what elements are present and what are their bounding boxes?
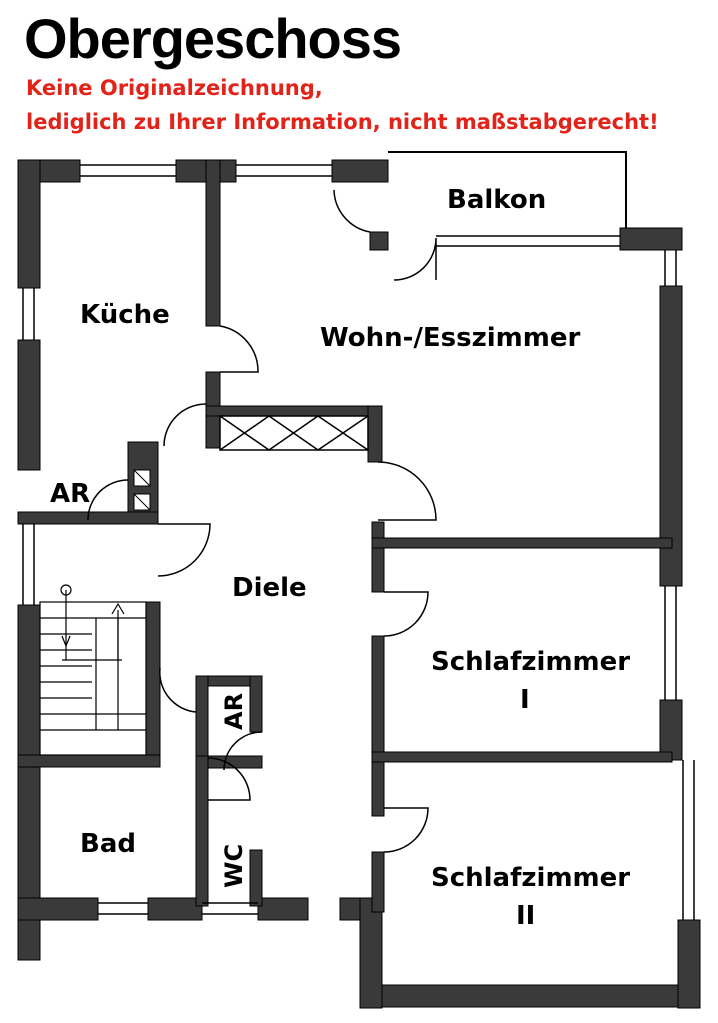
doors xyxy=(87,189,437,853)
room-label-ar-vertical: AR xyxy=(220,693,248,730)
wall-stair-east xyxy=(145,601,161,763)
disclaimer-line-1: Keine Originalzeichnung, xyxy=(26,76,323,100)
wall-right-upper xyxy=(659,285,683,587)
shaft-crosses xyxy=(219,415,369,451)
window-living-east xyxy=(664,250,677,286)
wall-top-right xyxy=(331,159,389,183)
wall-right-mid xyxy=(659,699,683,761)
wall-wc-east xyxy=(249,849,263,907)
room-label-balkon: Balkon xyxy=(447,185,546,215)
window-living xyxy=(236,164,332,177)
window-kitchen-west xyxy=(22,288,35,340)
door-balcony-left xyxy=(333,189,371,233)
staircase xyxy=(39,584,147,756)
window-wc xyxy=(202,902,258,915)
pillar xyxy=(369,231,389,251)
door-kitchen xyxy=(219,325,259,373)
windows xyxy=(22,164,695,920)
window-kitchen xyxy=(80,164,176,177)
window-balcony xyxy=(436,235,620,247)
wall-bedroom2-north xyxy=(371,751,673,763)
wall-bedroom1-north xyxy=(371,537,673,549)
wall-corridor-east-2 xyxy=(371,635,385,817)
wall-corridor-east-1 xyxy=(371,521,385,593)
door-ar xyxy=(157,523,211,577)
door-hall-kitchen xyxy=(163,403,207,447)
wall-arv-west xyxy=(195,675,209,757)
wall-wing-left xyxy=(359,897,383,1009)
wall-left-upper xyxy=(17,159,41,289)
room-label-schlaf1: Schlafzimmer xyxy=(431,647,630,677)
window-bed2 xyxy=(682,760,695,920)
room-label-diele: Diele xyxy=(232,573,307,603)
room-label-wohn: Wohn-/Esszimmer xyxy=(320,323,580,353)
door-wc xyxy=(207,757,251,801)
wall-right-lower xyxy=(677,919,701,1009)
wall-stair-south xyxy=(17,754,161,768)
wall-wc-west xyxy=(195,755,209,907)
page-title: Obergeschoss xyxy=(24,7,402,70)
disclaimer-line-2: lediglich zu Ihrer Information, nicht ma… xyxy=(26,110,659,134)
wall-corridor-east-3 xyxy=(371,851,385,913)
window-stair xyxy=(22,524,35,605)
wall-right-top xyxy=(619,227,683,251)
door-bedroom2 xyxy=(383,807,429,853)
room-label-bad: Bad xyxy=(80,829,136,859)
wall-left-mid xyxy=(17,339,41,471)
room-label-ar-left: AR xyxy=(50,479,90,509)
balcony-rail xyxy=(388,151,627,228)
wall-wing-bottom xyxy=(359,984,701,1008)
room-label-schlaf2: Schlafzimmer xyxy=(431,863,630,893)
window-bed1 xyxy=(664,586,677,700)
room-label-schlaf2-number: II xyxy=(516,901,535,931)
door-living xyxy=(377,461,437,521)
walls xyxy=(17,159,701,1009)
door-ar-vertical xyxy=(223,731,263,771)
window-bath xyxy=(98,902,148,915)
wall-bottom-left xyxy=(17,897,99,921)
room-label-wc: WC xyxy=(220,844,248,888)
room-label-schlaf1-number: I xyxy=(520,685,530,715)
wall-arv-east xyxy=(249,675,263,733)
wall-left-lower xyxy=(17,604,41,961)
wall-kitchen-east xyxy=(205,159,221,327)
door-bath-hall xyxy=(159,667,197,713)
shaft xyxy=(219,415,369,451)
wall-living-stub xyxy=(367,405,383,463)
wall-living-south xyxy=(205,405,379,417)
room-label-kueche: Küche xyxy=(80,300,170,330)
door-bedroom1 xyxy=(383,591,429,637)
wall-bottom-mid xyxy=(147,897,203,921)
wall-bottom-mid2 xyxy=(257,897,309,921)
door-balcony-right xyxy=(393,237,437,281)
door-ar-inner xyxy=(87,479,129,521)
